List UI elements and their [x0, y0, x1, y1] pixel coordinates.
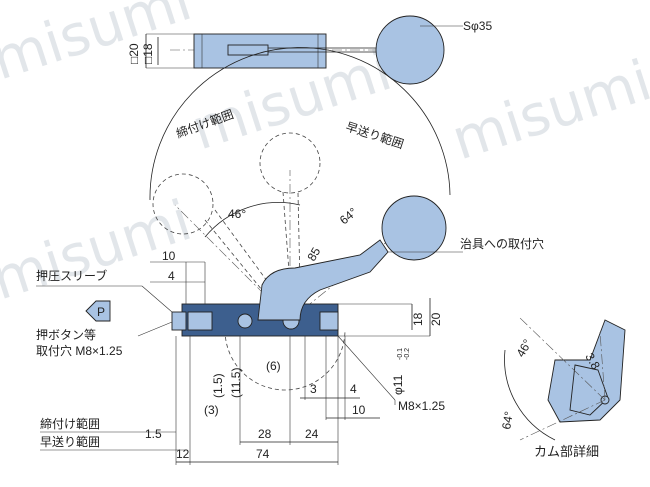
angle-64-label: 64° [337, 205, 360, 228]
dim-1-5b: 1.5 [145, 427, 162, 441]
side-dim-20: 20 [429, 312, 443, 326]
press-sleeve-label: 押圧スリーブ [36, 268, 107, 283]
dim-24: 24 [305, 427, 319, 441]
quick-range-bottom-label: 早送り範囲 [40, 434, 100, 449]
ghost-ball-clamp [152, 173, 214, 235]
watermark-1: misumi [0, 0, 199, 93]
ghost-ball-mid [259, 132, 321, 194]
detail-angle-64: 64° [499, 410, 516, 430]
watermark-3: misumi [444, 48, 650, 173]
dim-3-left: (3) [204, 403, 219, 417]
jig-mount-label: 治具への取付穴 [460, 236, 544, 251]
dim-4: 4 [350, 382, 357, 396]
dim-74: 74 [256, 447, 270, 461]
phi11-tol-upper: -0.1 [397, 348, 404, 360]
top-view-slot [227, 44, 269, 56]
side-dim-18: 18 [411, 312, 425, 326]
dim-11-5: (11.5) [229, 368, 243, 398]
angle-46-label: 46° [228, 207, 246, 221]
dim-6: (6) [266, 359, 281, 373]
top-view: Sφ35 □20 □18 [127, 15, 492, 85]
dim-3: 3 [310, 382, 317, 396]
dim-12: 12 [176, 447, 190, 461]
top-dim-20: □20 [127, 43, 141, 64]
phi11-tol-lower: -0.2 [404, 348, 411, 360]
dim-10: 10 [352, 403, 366, 417]
p-marker-label: P [97, 305, 105, 319]
detail-angle-46: 46° [513, 337, 534, 360]
dim-4-top: 4 [168, 269, 175, 283]
lever-ball [381, 195, 447, 261]
push-button-label-1: 押ボタン等 [36, 328, 96, 342]
m8-label: M8×1.25 [398, 399, 445, 413]
clamp-lever [257, 239, 389, 321]
dim-10-top: 10 [162, 249, 176, 263]
dim-28: 28 [258, 427, 272, 441]
sphere-diameter-label: Sφ35 [463, 19, 492, 33]
cam-detail: 46° 64° 3.8 カム部詳細 [499, 317, 626, 459]
phi11-label: φ11 [391, 374, 405, 395]
p-arrow-marker [85, 300, 111, 322]
press-sleeve [171, 311, 187, 331]
cam-detail-title: カム部詳細 [534, 444, 599, 459]
range-arc [149, 47, 451, 201]
top-dim-18: □18 [141, 43, 155, 64]
clamp-range-bottom-label: 締付け範囲 [40, 416, 100, 431]
dim-85-label: 85 [304, 245, 323, 264]
top-view-sphere [375, 15, 445, 85]
push-button-label-2: 取付穴 M8×1.25 [36, 343, 123, 358]
quick-range-label: 早送り範囲 [344, 119, 406, 152]
dim-1-5: (1.5) [211, 373, 225, 398]
